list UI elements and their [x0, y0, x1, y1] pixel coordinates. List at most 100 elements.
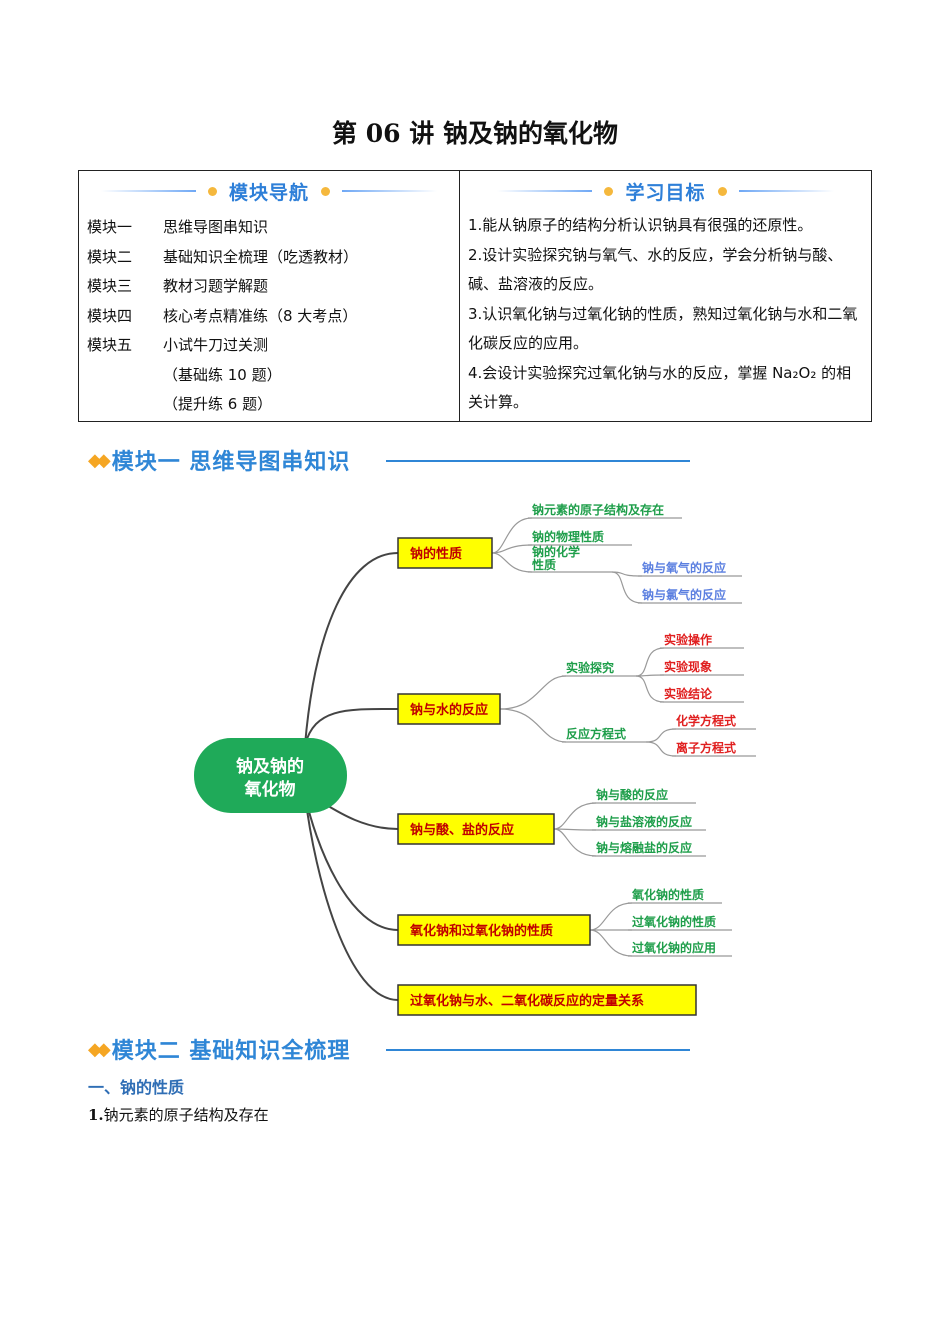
module-nav-item: 模块三 教材习题学解题: [87, 272, 358, 302]
mindmap-leaf-label: 过氧化钠的应用: [632, 940, 716, 955]
mindmap-leaf-label: 钠与酸的反应: [596, 787, 668, 802]
mindmap-leaf-label: 反应方程式: [566, 726, 626, 741]
mindmap-leaf-label: 钠元素的原子结构及存在: [532, 502, 664, 517]
mindmap-root: [194, 738, 347, 813]
mindmap-branch: [397, 537, 493, 569]
module-nav-list: 模块一 思维导图串知识模块二 基础知识全梳理（吃透教材） 模块三 教材习题学解题模块四 核…: [87, 213, 358, 420]
mindmap-branch-label: 钠与酸、盐的反应: [410, 822, 514, 838]
item-text: 钠元素的原子结构及存在: [103, 1106, 269, 1124]
mindmap-connector: [491, 517, 533, 554]
mindmap-root-label: 钠及钠的: [236, 756, 304, 777]
mindmap-leaf-label: 实验现象: [664, 659, 712, 674]
module-nav-item: 模块二 基础知识全梳理（吃透教材）: [87, 243, 358, 273]
mindmap-branch-label: 钠的性质: [410, 546, 462, 562]
double-chevron-icon: ◆◆: [88, 449, 111, 471]
learning-goals-header: 学习目标: [460, 176, 871, 206]
module-nav-key: 模块五: [87, 336, 133, 354]
learning-goal-item: 3.认识氧化钠与过氧化钠的性质，熟知过氧化钠与水和二氧化碳反应的应用。: [468, 304, 858, 353]
module-nav-value: （基础练 10 题）: [163, 365, 282, 384]
module-nav-value: 小试牛刀过关测: [163, 336, 269, 354]
mindmap-branch: [397, 813, 555, 845]
module-nav-key: [87, 361, 163, 391]
module-nav-item: 模块五 小试牛刀过关测: [87, 331, 358, 361]
mindmap-connector: [589, 902, 633, 931]
mindmap-connector: [499, 708, 567, 743]
learning-goals-heading: 学习目标: [625, 181, 706, 204]
mindmap-connector: [499, 675, 567, 710]
mindmap-connector: [635, 647, 665, 677]
section-rule: [386, 1049, 690, 1051]
module-nav-header: 模块导航: [79, 176, 459, 206]
mindmap-leaf-label: 钠与氯气的反应: [642, 587, 726, 602]
module-nav-heading: 模块导航: [228, 181, 309, 204]
mindmap-connector: [645, 728, 677, 743]
mindmap-connector: [635, 675, 665, 703]
subsection-heading: 一、钠的性质: [88, 1078, 185, 1097]
section-title-1: 模块一 思维导图串知识: [111, 450, 351, 475]
mindmap-connector: [491, 544, 533, 554]
learning-goal-item: 2.设计实验探究钠与氧气、水的反应，学会分析钠与酸、碱、盐溶液的反应。: [468, 245, 843, 294]
section-header-1: ◆◆ 模块一 思维导图串知识: [88, 444, 690, 476]
module-nav-panel: 模块导航 模块一 思维导图串知识模块二 基础知识全梳理（吃透教材） 模块三 教材习题学解…: [79, 171, 460, 421]
header-divider: [100, 190, 196, 192]
learning-goals-list: 1.能从钠原子的结构分析认识钠具有很强的还原性。 2.设计实验探究钠与氧气、水的反…: [468, 211, 863, 418]
mindmap-connector: [553, 828, 597, 831]
module-nav-key: 模块三: [87, 277, 133, 295]
double-chevron-icon: ◆◆: [88, 1038, 111, 1060]
module-nav-value: 思维导图串知识: [163, 218, 269, 236]
mindmap-branch: [397, 984, 697, 1016]
mindmap-leaf-label: 过氧化钠的性质: [632, 914, 716, 929]
item-number: 1.: [88, 1106, 104, 1124]
mindmap-connector: [304, 552, 399, 746]
mindmap-leaf-label: 化学方程式: [676, 713, 736, 728]
page-title: 第 06 讲 钠及钠的氧化物: [332, 119, 618, 148]
module-nav-key: 模块四: [87, 306, 133, 325]
mindmap-branch-label: 钠与水的反应: [410, 702, 488, 718]
module-nav-item: （提升练 6 题）: [87, 390, 358, 420]
learning-goals-panel: 学习目标 1.能从钠原子的结构分析认识钠具有很强的还原性。 2.设计实验探究钠与氧…: [460, 171, 871, 421]
header-divider: [738, 190, 834, 192]
section-rule: [386, 460, 690, 462]
dot-icon: [717, 186, 727, 196]
mindmap-connector: [645, 741, 677, 757]
mindmap-leaf-label: 钠与氧气的反应: [642, 560, 726, 575]
mindmap-connector: [491, 552, 533, 573]
mindmap-leaf-label: 钠与熔融盐的反应: [596, 840, 692, 855]
mindmap-leaf-label: 离子方程式: [676, 740, 736, 755]
mindmap-leaf-label: 实验探究: [566, 660, 614, 675]
mindmap-branch-label: 氧化钠和过氧化钠的性质: [409, 923, 553, 939]
mindmap-connector: [304, 707, 399, 746]
mindmap-connector: [553, 802, 597, 830]
mindmap-leaf-label: 钠与盐溶液的反应: [596, 814, 692, 829]
module-nav-value: 核心考点精准练（8 大考点）: [163, 306, 358, 325]
mindmap-connector: [589, 929, 633, 957]
dot-icon: [321, 186, 330, 196]
mindmap-branch-label: 过氧化钠与水、二氧化碳反应的定量关系: [410, 993, 644, 1009]
module-nav-key: 模块一: [87, 218, 133, 236]
learning-goal-item: 1.能从钠原子的结构分析认识钠具有很强的还原性。: [468, 216, 813, 234]
mindmap-root-label: 氧化物: [244, 779, 296, 800]
mindmap-leaf-label: 钠的物理性质: [532, 529, 604, 544]
mindmap-leaf-label: 性质: [531, 557, 556, 572]
mindmap-leaf-label: 氧化钠的性质: [631, 887, 704, 902]
module-nav-key: 模块二: [87, 247, 133, 266]
mindmap-connector: [304, 794, 399, 931]
section-title-2: 模块二 基础知识全梳理: [111, 1039, 351, 1064]
mindmap-branch: [397, 693, 501, 725]
mindmap-leaf-label: 钠的化学: [532, 544, 580, 559]
section-header-2: ◆◆ 模块二 基础知识全梳理: [88, 1033, 690, 1065]
header-divider: [342, 190, 437, 192]
module-nav-key: [87, 390, 163, 420]
module-nav-value: 教材习题学解题: [163, 277, 269, 295]
mindmap-leaf-label: 实验操作: [664, 632, 712, 647]
mindmap-connector: [304, 794, 399, 1001]
intro-table: 模块导航 模块一 思维导图串知识模块二 基础知识全梳理（吃透教材） 模块三 教材习题学解…: [78, 170, 872, 422]
learning-goal-item: 4.会设计实验探究过氧化钠与水的反应，掌握 Na₂O₂ 的相关计算。: [468, 363, 852, 412]
dot-icon: [604, 186, 614, 196]
module-nav-item: 模块四 核心考点精准练（8 大考点）: [87, 302, 358, 332]
module-nav-value: 基础知识全梳理（吃透教材）: [163, 247, 359, 266]
module-nav-item: （基础练 10 题）: [87, 361, 358, 391]
mindmap-connector: [611, 571, 643, 604]
mindmap-connector: [553, 828, 597, 857]
header-divider: [497, 190, 593, 192]
